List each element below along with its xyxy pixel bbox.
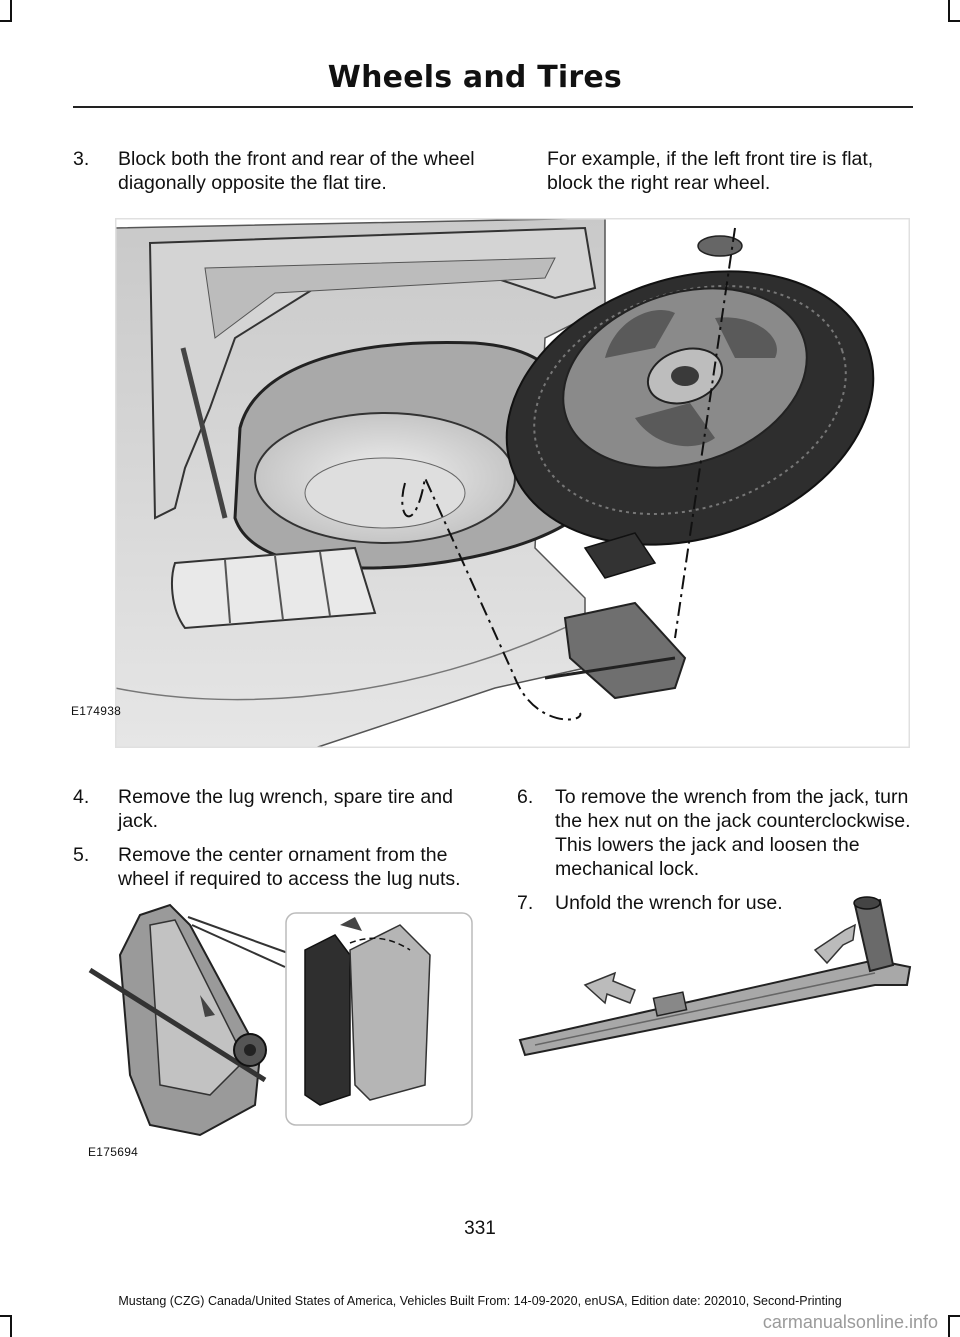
step-3-continued: For example, if the left front tire is f… xyxy=(547,147,917,197)
scissor-jack xyxy=(544,532,687,700)
step-text: Unfold the wrench for use. xyxy=(555,892,783,914)
crop-mark xyxy=(948,20,960,22)
step-number: 5. xyxy=(73,844,90,866)
wrench-figure xyxy=(515,895,915,1095)
step-3: 3. Block both the front and rear of the … xyxy=(73,147,483,197)
step-6: 6. To remove the wrench from the jack, t… xyxy=(517,785,927,885)
wrench-illustration xyxy=(518,896,912,1057)
figure-id: E174938 xyxy=(71,704,122,718)
figure-id: E175694 xyxy=(88,1145,139,1159)
jack-wrench-figure: E175694 xyxy=(80,895,475,1160)
step-7: 7. Unfold the wrench for use. xyxy=(517,891,927,917)
step-number: 7. xyxy=(517,892,534,914)
step-text: Remove the center ornament from the whee… xyxy=(118,844,461,890)
step-text: Block both the front and rear of the whe… xyxy=(118,148,475,194)
spare-tire xyxy=(505,270,875,546)
crop-mark xyxy=(0,1315,12,1317)
trunk-illustration xyxy=(114,217,910,749)
step-4: 4. Remove the lug wrench, spare tire and… xyxy=(73,785,483,835)
page-title: Wheels and Tires xyxy=(327,60,622,95)
page-number: 331 xyxy=(464,1218,496,1239)
crop-mark xyxy=(10,0,12,20)
crop-mark xyxy=(948,1317,950,1337)
watermark: carmanualsonline.info xyxy=(762,1312,938,1332)
step-text: To remove the wrench from the jack, turn… xyxy=(555,786,911,880)
step-text: For example, if the left front tire is f… xyxy=(547,148,874,194)
step-text: Remove the lug wrench, spare tire and ja… xyxy=(118,786,453,832)
center-ornament xyxy=(697,235,743,257)
title-rule xyxy=(73,106,913,108)
crop-mark xyxy=(0,20,12,22)
step-number: 4. xyxy=(73,786,90,808)
footer-text: Mustang (CZG) Canada/United States of Am… xyxy=(118,1294,842,1308)
jack-illustration xyxy=(88,903,473,1137)
crop-mark xyxy=(10,1317,12,1337)
trunk-spare-tire-figure: E174938 xyxy=(71,217,910,749)
crop-mark xyxy=(948,0,950,20)
step-number: 3. xyxy=(73,148,90,170)
step-number: 6. xyxy=(517,786,534,808)
step-5: 5. Remove the center ornament from the w… xyxy=(73,843,483,893)
crop-mark xyxy=(948,1315,960,1317)
